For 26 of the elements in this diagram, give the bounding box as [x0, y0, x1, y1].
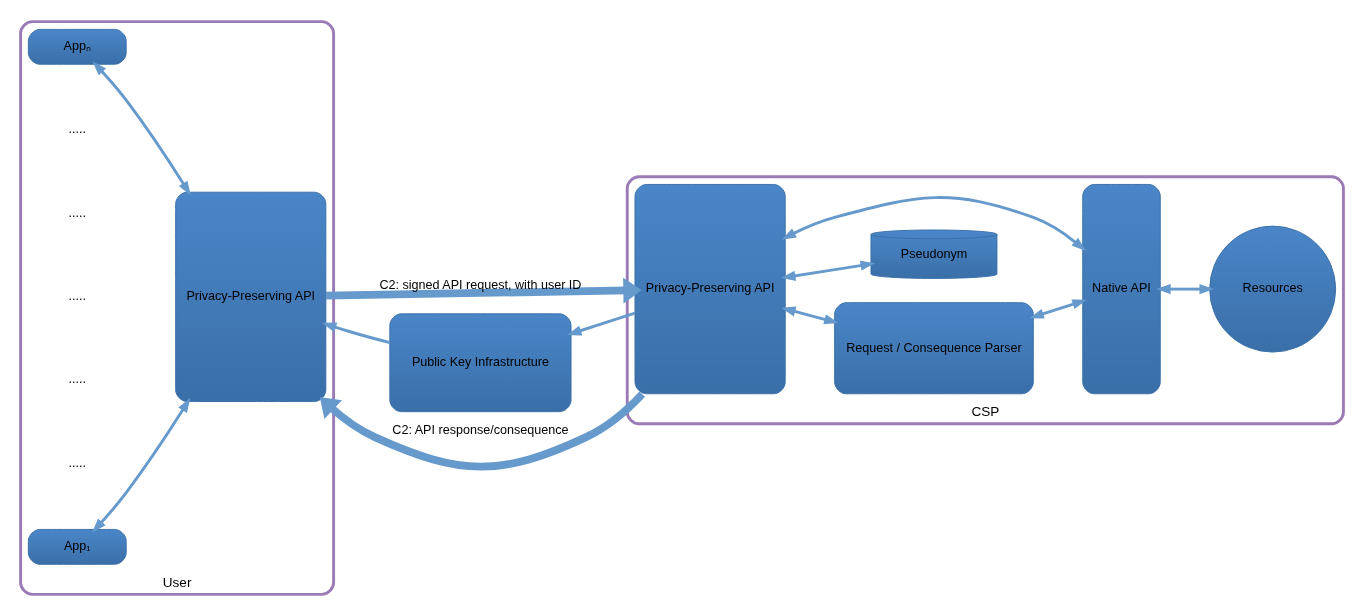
node-box: Request / Consequence Parser [834, 301, 1034, 394]
label: ..... [68, 288, 87, 303]
label: ..... [68, 455, 87, 470]
node-box: Native API [1082, 183, 1161, 394]
label: ..... [68, 205, 87, 220]
arrow [92, 60, 191, 196]
node-box: Privacy-Preserving API [175, 191, 327, 402]
arrow [1029, 298, 1087, 319]
node-box: Public Key Infrastructure [389, 312, 572, 412]
arrow [321, 322, 391, 344]
arrow [781, 306, 839, 324]
edge-label: C2: API response/consequence [392, 422, 569, 437]
node-circle: Resources [1209, 225, 1337, 353]
arrow [1156, 283, 1215, 294]
label: ..... [68, 121, 87, 136]
edge-label: C2: signed API request, with user ID [379, 277, 582, 292]
arrow [566, 311, 636, 335]
node-box: Privacy-Preserving API [634, 183, 786, 394]
arrow [780, 260, 876, 281]
arrow [325, 277, 642, 303]
arrow [92, 397, 191, 533]
node-box: Appₙ [27, 28, 127, 65]
arrow [781, 195, 1086, 251]
label: ..... [68, 371, 87, 386]
arrow [319, 390, 646, 471]
node-box: App₁ [27, 528, 127, 565]
